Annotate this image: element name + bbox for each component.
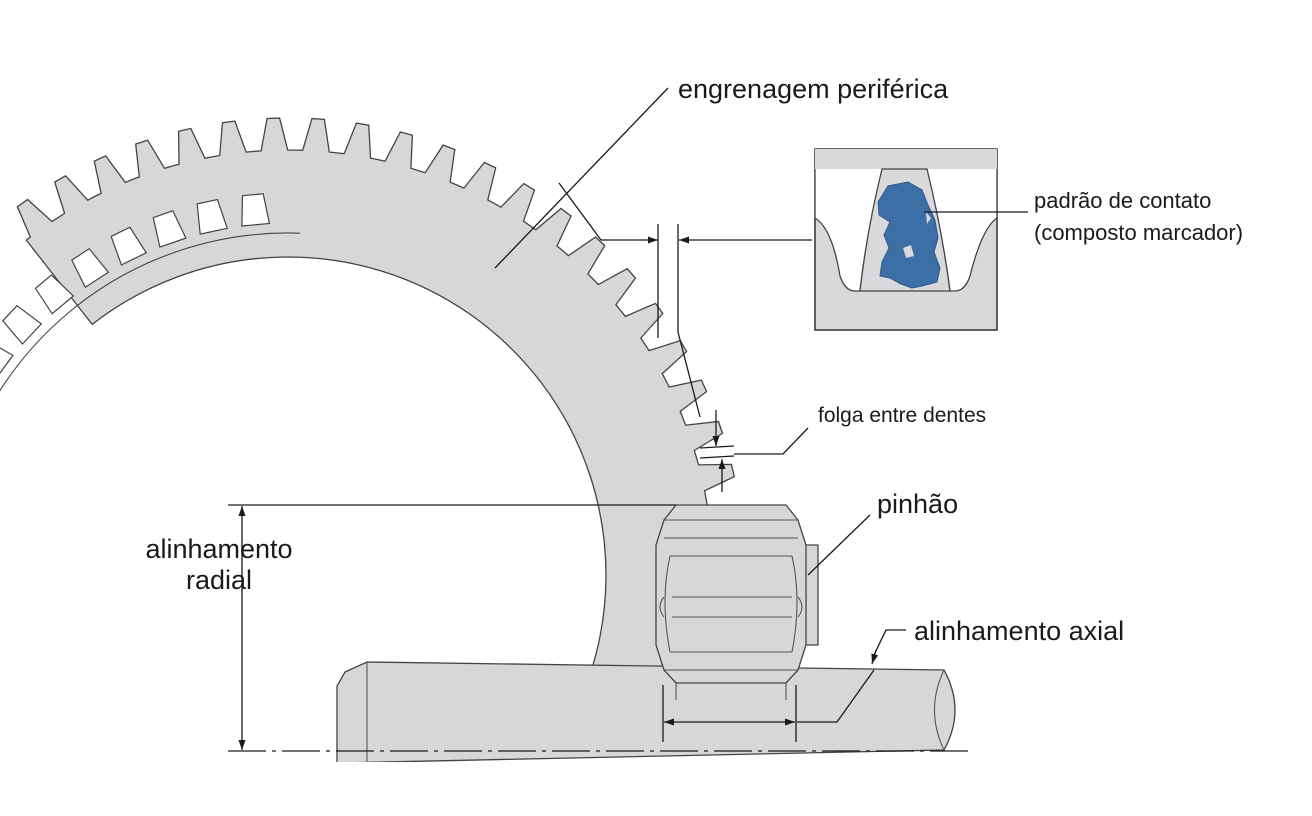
label-backlash: folga entre dentes — [818, 404, 986, 427]
label-axial: alinhamento axial — [914, 616, 1124, 646]
ring-gear-tooth-space — [1, 304, 43, 345]
contact-compound-area — [877, 181, 941, 289]
contact-pattern-inset — [814, 148, 998, 331]
pinion — [655, 504, 819, 700]
backlash-dimension — [699, 410, 735, 492]
ring-gear-tooth-space — [152, 210, 187, 248]
pinion-shaft — [330, 661, 970, 772]
ring-gear — [0, 117, 746, 708]
ring-gear-tooth-space — [34, 274, 75, 315]
label-pinion: pinhão — [877, 489, 958, 519]
ring-gear-tooth-space — [110, 226, 148, 266]
ring-gear-tooth-space — [241, 193, 271, 227]
ring-gear-band-edge — [0, 232, 300, 392]
label-ring-gear: engrenagem periférica — [678, 74, 949, 104]
label-radial-1: alinhamento — [145, 534, 292, 564]
axial-alignment-dimension — [662, 685, 797, 742]
ring-gear-tooth-space — [71, 248, 110, 289]
label-radial-2: radial — [186, 565, 252, 595]
ring-gear-tooth-space — [0, 347, 14, 374]
radial-alignment-dimension — [228, 504, 676, 750]
label-contact-pattern-1: padrão de contato — [1034, 188, 1211, 213]
leader-lines — [494, 87, 1028, 723]
label-contact-pattern-2: (composto marcador) — [1034, 220, 1243, 245]
ring-gear-tooth-space — [196, 198, 228, 235]
